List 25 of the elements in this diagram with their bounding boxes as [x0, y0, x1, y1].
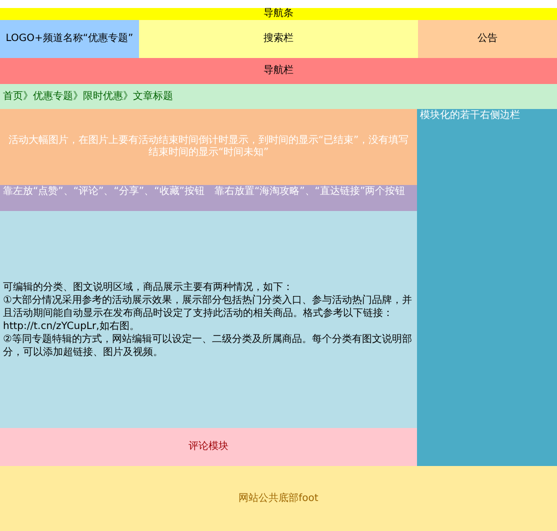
region-label: 模块化的若干右侧边栏 — [420, 110, 520, 122]
footer-region — [0, 466, 557, 531]
breadcrumb-region — [0, 84, 557, 109]
top-strip — [0, 8, 557, 20]
notice-region — [418, 20, 557, 58]
banner-region — [0, 109, 417, 185]
header-region — [0, 20, 139, 58]
region-label: 评论模块 — [188, 441, 228, 453]
region-label: LOGO+频道名称“优惠专题” — [6, 33, 134, 45]
breadcrumb-text: 首页》优惠专题》限时优惠》文章标题 — [3, 90, 173, 103]
action-region — [0, 185, 417, 211]
description-text: ①大部分情况采用参考的活动展示效果，展示部分包括热门分类入口、参与活动热门品牌，并且活动期间能自动显示在发布商品时设定了支持此活动的相关商品。格式参考以下链接：http://t.cn/zYCupLr,如右图。 — [3, 294, 413, 332]
description-text: ②等同专题特辑的方式，网站编辑可以设定一、二级分类及所属商品。每个分类有图文说明部分，可以添加超链接、图片及视频。 — [3, 332, 413, 358]
description-text: 靠左放“点赞”、“评论”、“分享”、“收藏”按钮 靠右放置“海淘攻略”、“直达链接”两个按钮 — [3, 186, 406, 198]
sidebar-region — [417, 109, 557, 466]
region-label: 导航栏 — [264, 65, 294, 77]
region-label: 搜索栏 — [264, 33, 294, 45]
region-label: 公告 — [478, 33, 498, 45]
description-text: 活动大幅图片，在图片上要有活动结束时间倒计时显示，到时间的显示“已结束”，没有填写结束时间的显示“时间未知” — [7, 135, 410, 159]
search-region — [139, 20, 418, 58]
description-text: 可编辑的分类、图文说明区域，商品展示主要有两种情况，如下： — [3, 280, 293, 294]
content-region — [0, 211, 417, 428]
comment-region — [0, 428, 417, 466]
region-label: 网站公共底部foot — [238, 492, 318, 504]
nav-region — [0, 58, 557, 84]
